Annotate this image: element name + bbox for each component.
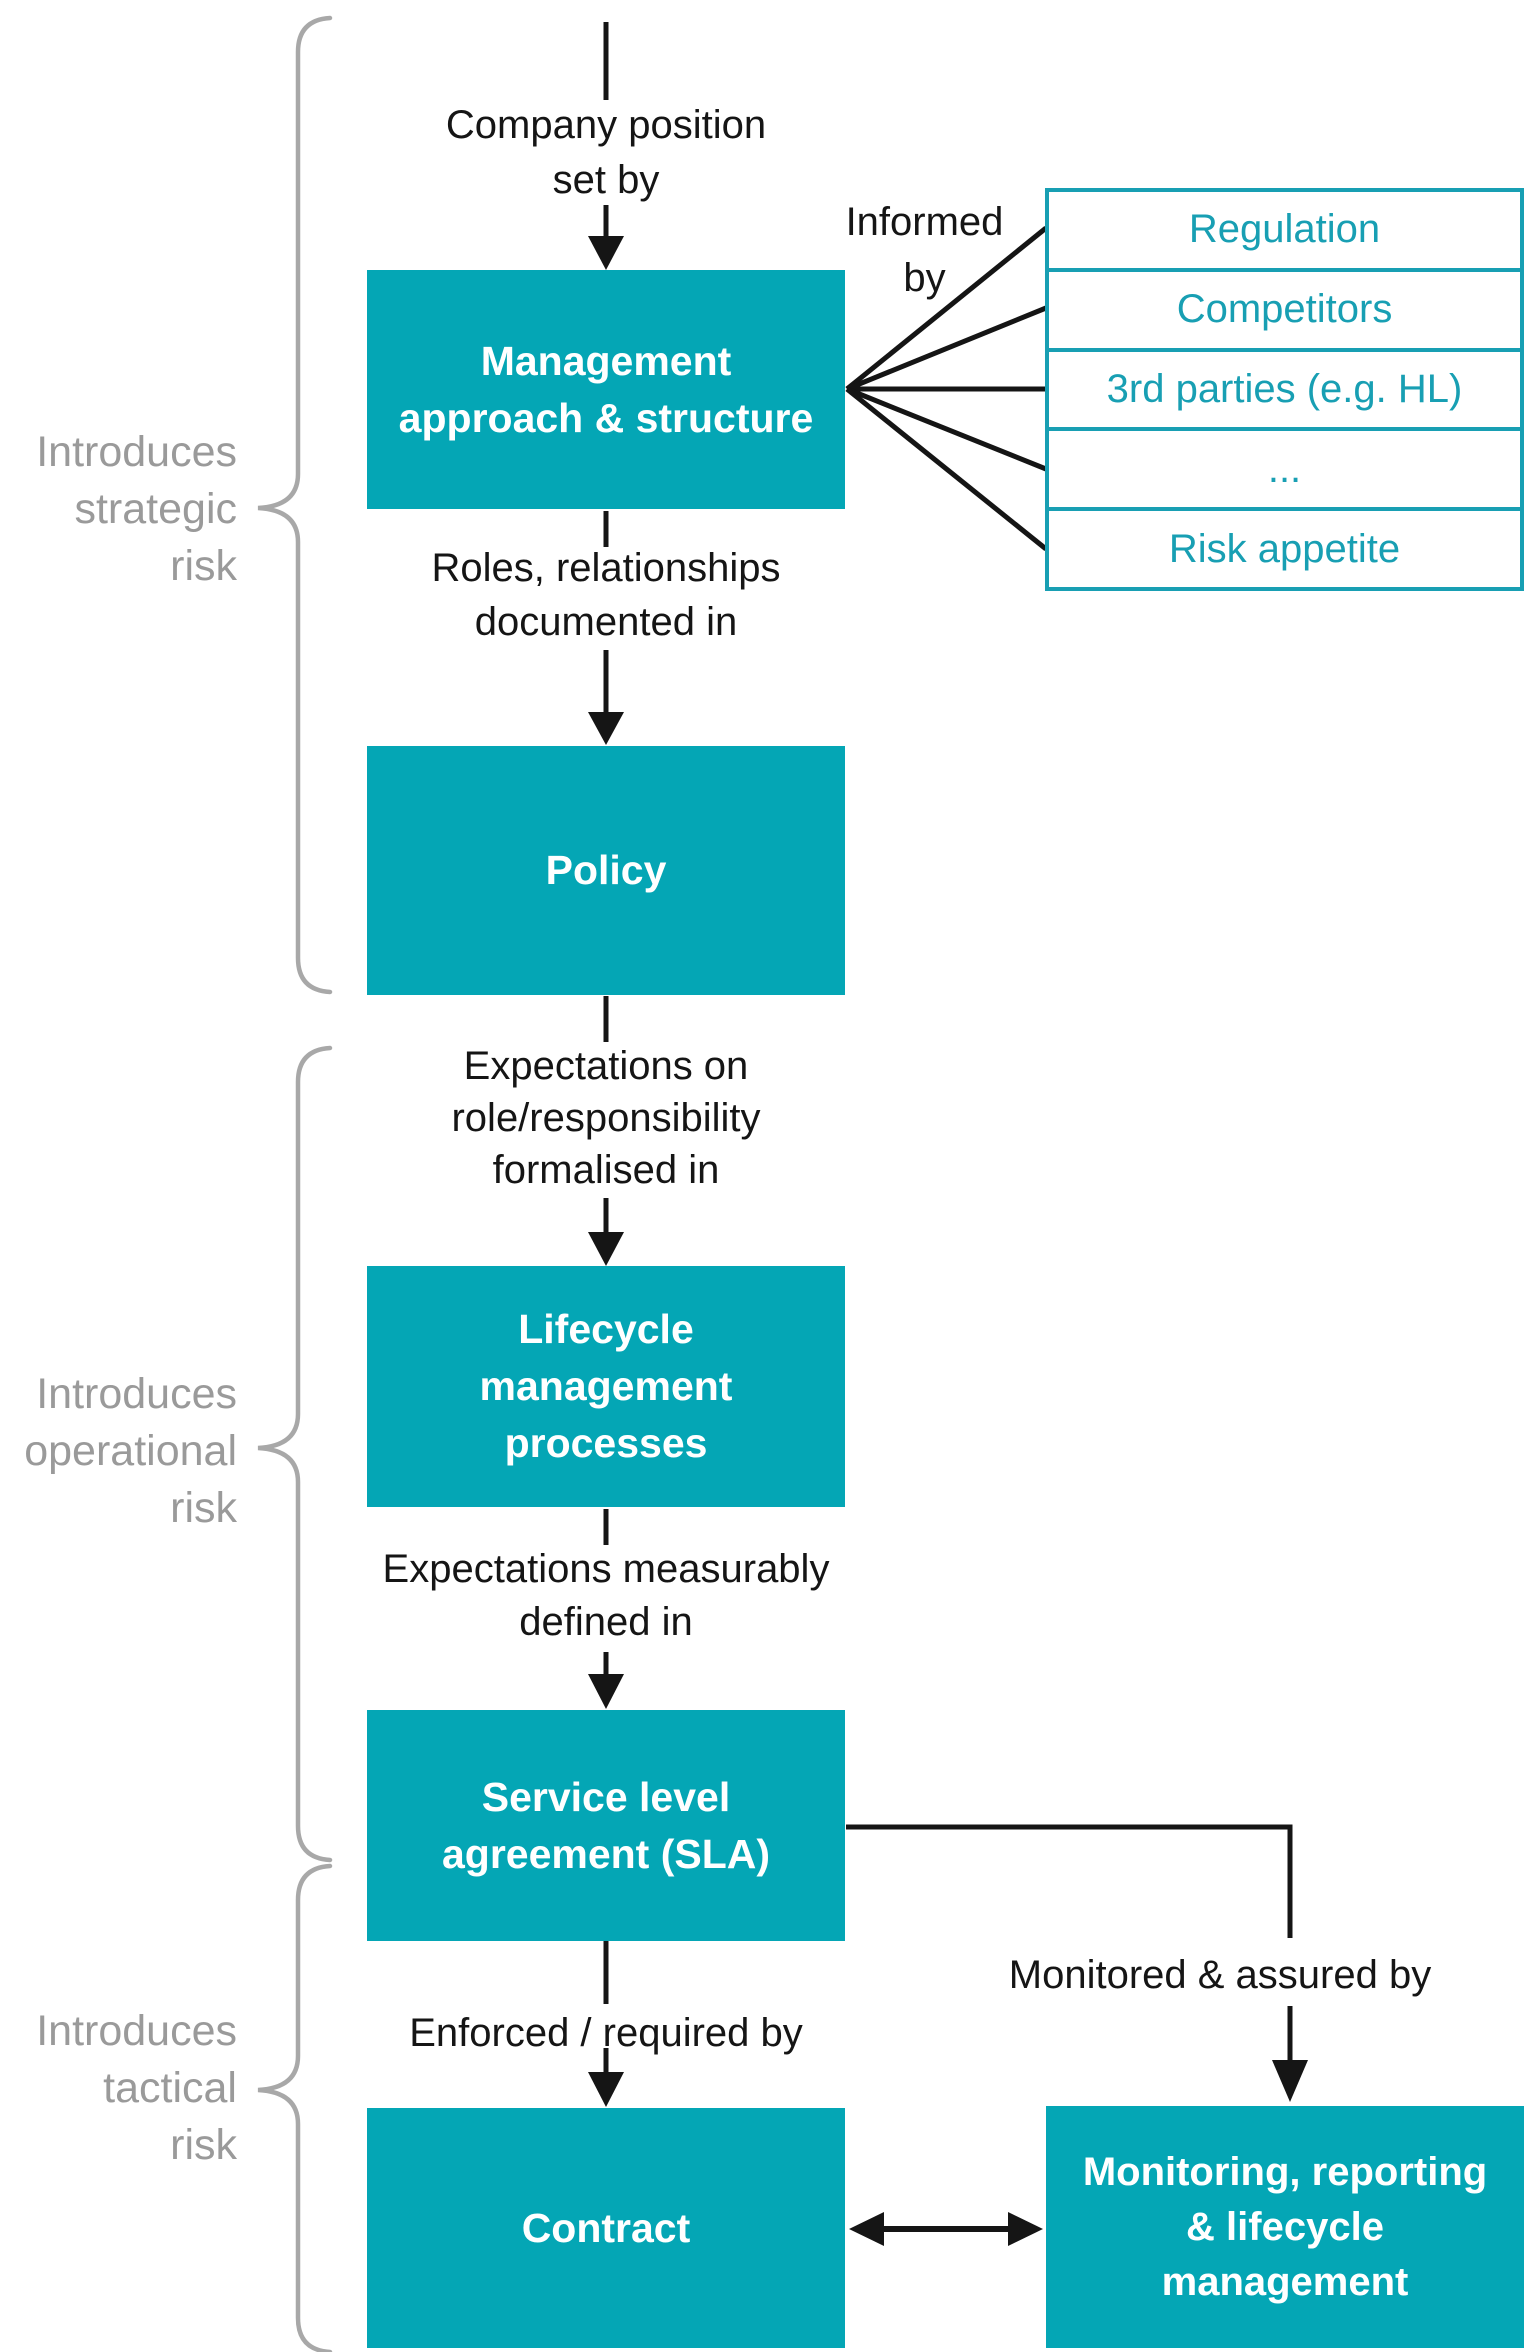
edge-sla-to-monitoring-upper xyxy=(846,1824,1293,1938)
label-line: operational xyxy=(24,1427,237,1475)
label-enforced-required: Enforced / required by xyxy=(367,2006,845,2060)
label-line: defined in xyxy=(519,1600,693,1644)
node-monitoring: Monitoring, reporting & lifecycle manage… xyxy=(1046,2106,1524,2348)
label-line: Enforced / required by xyxy=(409,2011,803,2055)
label-line: risk xyxy=(170,1484,237,1532)
label-line: Company position xyxy=(445,103,767,147)
section-label-strategic-risk: Introduces strategic risk xyxy=(0,424,237,595)
arrowhead-into-sla xyxy=(588,1674,624,1709)
section-label-operational-risk: Introduces operational risk xyxy=(0,1366,237,1537)
label-informed-by: Informed by xyxy=(797,194,1052,306)
node-management: Management approach & structure xyxy=(367,270,845,509)
label-line: Expectations on xyxy=(463,1044,749,1088)
label-line: Monitored & assured by xyxy=(1008,1953,1432,1997)
arrowhead-into-monitoring-top xyxy=(1272,2060,1308,2102)
brace-strategic xyxy=(257,15,333,995)
label-line: Introduces xyxy=(36,428,237,476)
label-line: Roles, relationships xyxy=(431,546,781,590)
arrowhead-into-contract xyxy=(588,2072,624,2107)
arrowhead-into-management xyxy=(588,236,624,270)
node-sla: Service level agreement (SLA) xyxy=(367,1710,845,1941)
label-expectations-defined: Expectations measurably defined in xyxy=(330,1543,882,1649)
label-expectations-formalised: Expectations on role/responsibility form… xyxy=(367,1040,845,1196)
node-sla-line: Service level xyxy=(481,1773,731,1820)
node-lifecycle-line: Lifecycle xyxy=(518,1306,694,1352)
fan-line-regulation xyxy=(845,226,1048,391)
label-line: Introduces xyxy=(36,1370,237,1418)
informed-item-3rd-parties: 3rd parties (e.g. HL) xyxy=(1049,347,1520,428)
arrowhead-into-monitoring-left xyxy=(1008,2212,1043,2246)
node-policy: Policy xyxy=(367,746,845,995)
label-line: Expectations measurably xyxy=(382,1547,830,1591)
informed-item-risk-appetite: Risk appetite xyxy=(1049,507,1520,587)
node-monitoring-line: management xyxy=(1161,2259,1409,2304)
node-contract-line: Contract xyxy=(521,2204,691,2251)
node-monitoring-line: & lifecycle xyxy=(1186,2204,1384,2249)
node-management-line: approach & structure xyxy=(398,394,814,441)
node-contract: Contract xyxy=(367,2108,845,2348)
label-line: tactical xyxy=(103,2064,237,2112)
brace-tactical xyxy=(257,1863,333,2352)
node-lifecycle-line: processes xyxy=(504,1420,708,1466)
node-management-line: Management xyxy=(480,337,732,384)
fan-line-ellipsis xyxy=(846,386,1047,472)
node-monitoring-line: Monitoring, reporting xyxy=(1082,2149,1488,2194)
label-company-position: Company position set by xyxy=(367,98,845,208)
label-line: formalised in xyxy=(492,1148,720,1192)
label-line: by xyxy=(903,256,946,300)
informed-item-competitors: Competitors xyxy=(1049,267,1520,348)
arrowhead-into-policy xyxy=(588,712,624,745)
node-lifecycle-line: management xyxy=(479,1363,733,1409)
section-label-tactical-risk: Introduces tactical risk xyxy=(0,2003,237,2174)
arrowhead-into-lifecycle xyxy=(588,1232,624,1266)
node-policy-line: Policy xyxy=(545,847,667,893)
label-line: set by xyxy=(552,158,660,202)
informed-by-list: Regulation Competitors 3rd parties (e.g.… xyxy=(1045,188,1524,591)
node-lifecycle: Lifecycle management processes xyxy=(367,1266,845,1507)
label-line: Informed xyxy=(845,200,1004,244)
fan-line-risk-appetite xyxy=(845,387,1048,551)
label-line: risk xyxy=(170,542,237,590)
label-monitored-assured: Monitored & assured by xyxy=(960,1948,1480,2002)
informed-item-regulation: Regulation xyxy=(1188,207,1381,252)
label-line: risk xyxy=(170,2121,237,2169)
fan-line-competitors xyxy=(846,305,1047,392)
node-sla-line: agreement (SLA) xyxy=(441,1830,771,1877)
brace-operational xyxy=(257,1045,333,1863)
arrowhead-into-contract-right xyxy=(849,2212,884,2246)
label-line: Introduces xyxy=(36,2007,237,2055)
informed-item-ellipsis: ... xyxy=(1049,427,1520,507)
label-line: documented in xyxy=(474,600,738,644)
label-line: role/responsibility xyxy=(451,1096,761,1140)
label-roles-documented: Roles, relationships documented in xyxy=(367,541,845,649)
label-line: strategic xyxy=(74,485,237,533)
